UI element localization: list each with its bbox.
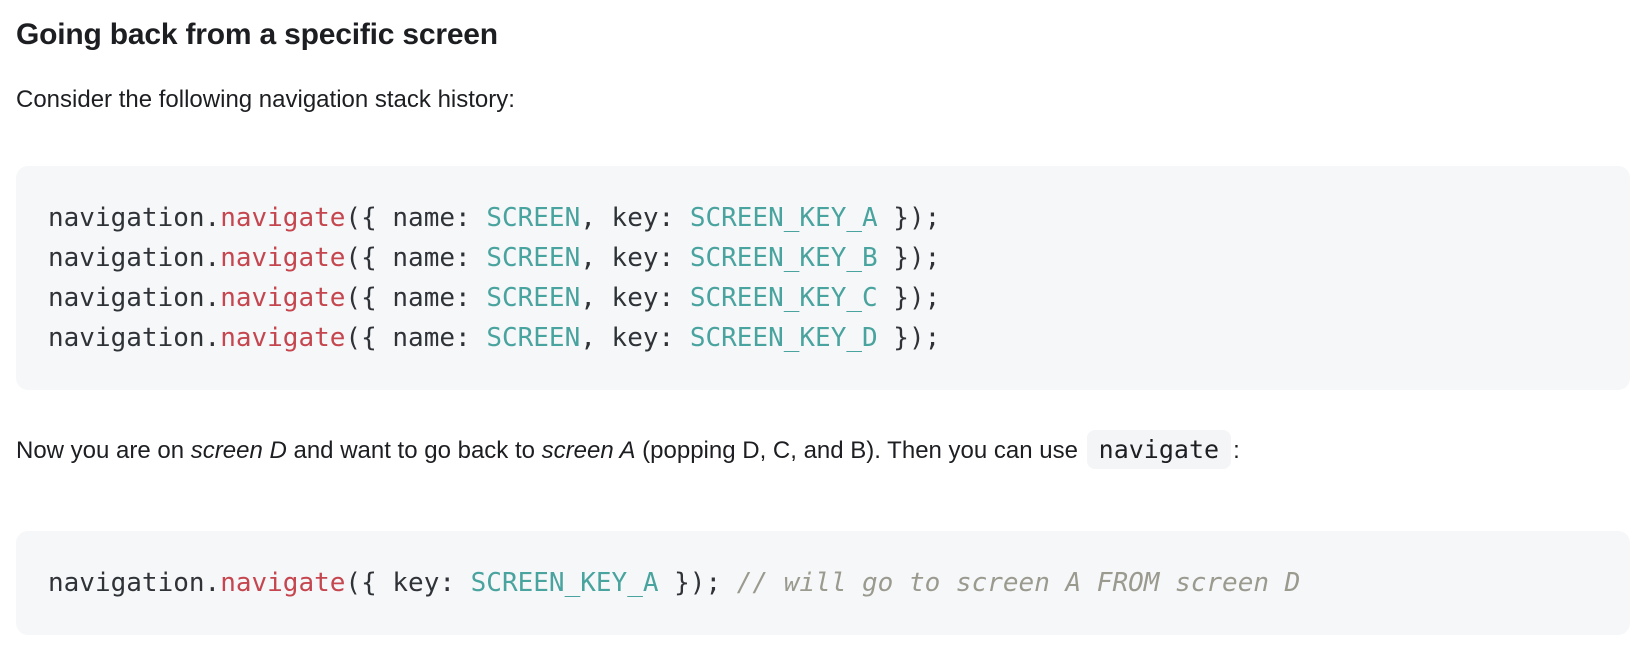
code-token-function: navigate [220,323,346,353]
section-heading: Going back from a specific screen [16,18,498,51]
code-token-variable: SCREEN [486,323,581,353]
code-line: navigation.navigate({ key: SCREEN_KEY_A … [48,563,1598,603]
code-line: navigation.navigate({ name: SCREEN, key:… [48,278,1598,318]
code-token-variable: SCREEN_KEY_A [689,203,878,233]
code-token-plain: ({ name: [345,323,487,353]
text-segment: screen D [190,437,287,464]
code-token-plain: , key: [580,283,690,313]
code-token-plain: navigation. [48,323,221,353]
code-block-navigate-by-key: navigation.navigate({ key: SCREEN_KEY_A … [16,531,1630,635]
intro-paragraph: Consider the following navigation stack … [16,86,515,113]
code-token-comment: // will go to screen A FROM screen D [736,568,1301,598]
code-token-variable: SCREEN_KEY_A [470,568,659,598]
code-token-variable: SCREEN_KEY_D [689,323,878,353]
code-token-variable: SCREEN [486,243,581,273]
text-segment: (popping D, C, and B). Then you can use [635,437,1085,464]
code-token-plain: }); [877,243,941,273]
code-token-plain: navigation. [48,283,221,313]
code-token-plain: navigation. [48,203,221,233]
code-token-plain: navigation. [48,243,221,273]
code-token-plain: ({ name: [345,283,487,313]
explanation-paragraph: Now you are on screen D and want to go b… [16,426,1630,475]
code-token-plain: ({ name: [345,203,487,233]
code-token-variable: SCREEN_KEY_B [689,243,878,273]
code-line: navigation.navigate({ name: SCREEN, key:… [48,318,1598,358]
code-token-plain: }); [877,323,941,353]
code-line: navigation.navigate({ name: SCREEN, key:… [48,198,1598,238]
code-token-plain: }); [877,203,941,233]
code-line: navigation.navigate({ name: SCREEN, key:… [48,238,1598,278]
text-segment: and want to go back to [286,437,542,464]
code-token-plain: , key: [580,323,690,353]
text-segment: : [1233,437,1240,464]
code-token-function: navigate [220,243,346,273]
code-token-function: navigate [220,203,346,233]
code-token-plain: }); [658,568,737,598]
code-token-plain: }); [877,283,941,313]
code-token-plain: , key: [580,243,690,273]
code-token-variable: SCREEN [486,283,581,313]
code-token-variable: SCREEN_KEY_C [689,283,878,313]
code-block-navigation-stack: navigation.navigate({ name: SCREEN, key:… [16,166,1630,390]
code-token-function: navigate [220,568,346,598]
code-token-plain: ({ name: [345,243,487,273]
text-segment: Now you are on [16,437,191,464]
inline-code: navigate [1086,430,1232,469]
text-segment: screen A [541,437,636,464]
code-token-function: navigate [220,283,346,313]
code-token-plain: navigation. [48,568,221,598]
code-token-plain: ({ key: [345,568,471,598]
article-content: Going back from a specific screen Consid… [0,18,1648,635]
code-token-variable: SCREEN [486,203,581,233]
code-token-plain: , key: [580,203,690,233]
